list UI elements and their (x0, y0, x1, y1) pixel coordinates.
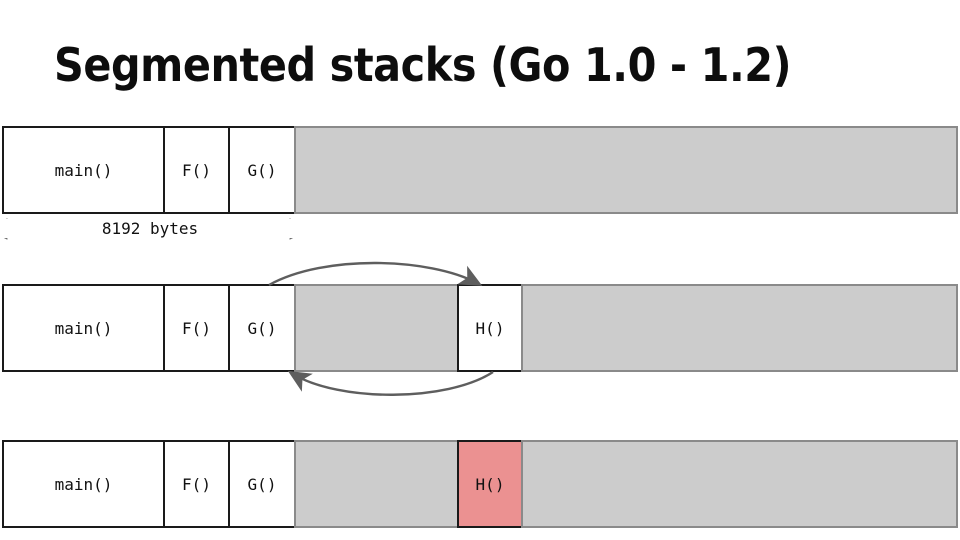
stack-frame-f: F() (163, 440, 230, 528)
stack-frame-free-space-left (294, 440, 459, 528)
stack-frame-f: F() (163, 284, 230, 372)
stack-frame-label: F() (182, 160, 211, 180)
stack-frame-label: main() (54, 160, 113, 180)
stack-size-label-text: 8192 bytes (95, 219, 205, 238)
stack-frame-label: main() (54, 474, 113, 494)
arrow-return-from-segment (287, 370, 494, 396)
stack-frame-g: G() (228, 284, 296, 372)
stack-size-label: 8192 bytes (0, 219, 300, 238)
stack-frame-free-space-left (294, 284, 459, 372)
stack-frame-g: G() (228, 440, 296, 528)
stack-frame-label: G() (247, 318, 277, 338)
stack-frame-f: F() (163, 126, 230, 214)
stack-frame-label: H() (475, 318, 505, 338)
arrow-grow-to-new-segment (268, 261, 483, 287)
stack-frame-label: G() (247, 474, 277, 494)
page-title: Segmented stacks (Go 1.0 - 1.2) (54, 38, 792, 92)
stack-frame-free-space (294, 126, 958, 214)
stack-frame-g: G() (228, 126, 296, 214)
stack-frame-free-space-right (521, 284, 958, 372)
stack-frame-main: main() (2, 440, 165, 528)
stack-frame-label: F() (182, 318, 211, 338)
stack-frame-label: main() (54, 318, 113, 338)
stack-frame-label: F() (182, 474, 211, 494)
stack-frame-main: main() (2, 126, 165, 214)
stack-frame-free-space-right (521, 440, 958, 528)
stack-frame-main: main() (2, 284, 165, 372)
stack-frame-h-highlighted: H() (457, 440, 523, 528)
stack-frame-label: G() (247, 160, 277, 180)
stack-frame-label: H() (475, 474, 505, 494)
stack-frame-h: H() (457, 284, 523, 372)
